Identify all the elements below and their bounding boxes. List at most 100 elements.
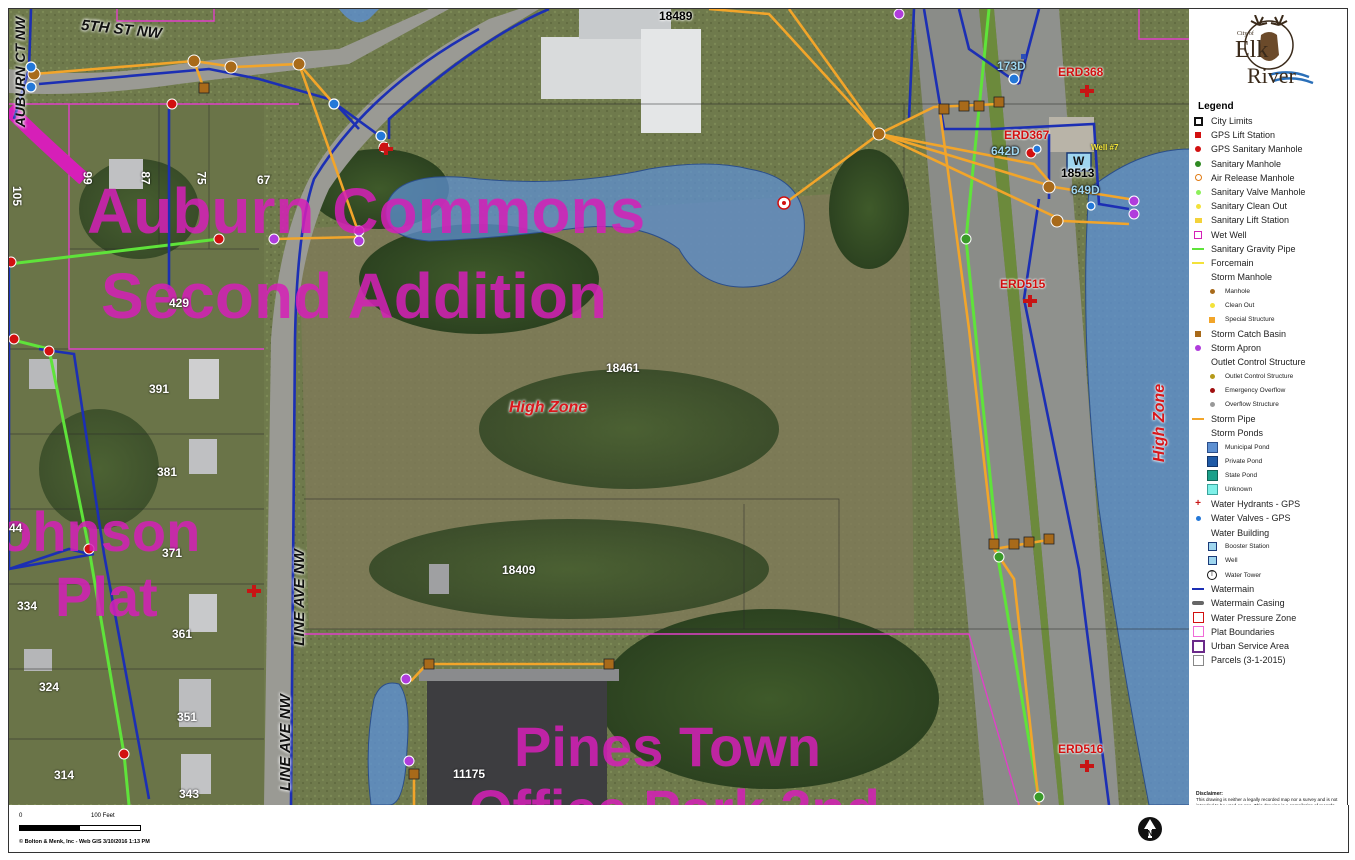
legend-item-label: Plat Boundaries [1211,626,1275,637]
legend-item-label: Storm Pipe [1211,414,1256,425]
red-square-icon [1191,132,1205,139]
legend-item: Private Pond [1189,455,1347,469]
map-footer: 0 100 Feet © Bolton & Menk, Inc - Web GI… [8,805,1349,853]
legend-item-label: Water Building [1211,527,1270,538]
legend-item: Sanitary Manhole [1189,157,1347,171]
legend-item: Storm Pipe [1189,412,1347,426]
lift-station-label: 173D [997,59,1026,73]
sanitary-manholes[interactable] [960,233,1045,803]
legend-item: State Pond [1189,469,1347,483]
legend-item: Forcemain [1189,256,1347,270]
storm-pipes[interactable] [33,9,1130,805]
legend-item-label: Wet Well [1211,229,1247,240]
legend-item-label: Storm Apron [1211,343,1262,354]
legend-item: Outlet Control Structure [1189,369,1347,383]
disclaimer-title: Disclaimer: [1196,791,1223,797]
parcel-label: 324 [39,680,60,694]
legend-item-label: Storm Manhole [1211,272,1273,283]
darkred-dot-icon [1205,388,1219,394]
legend-item: Watermain Casing [1189,596,1347,610]
storm-manholes[interactable] [27,54,1064,228]
parcel-label: 18461 [606,361,640,375]
gray-box-icon [1191,654,1205,666]
brown-square-icon [1191,330,1205,337]
plat-label-auburn-1: Auburn Commons [87,175,646,247]
legend-item: Storm Apron [1189,341,1347,355]
storm-aprons[interactable] [268,9,1140,767]
disclaimer: Disclaimer: This drawing is neither a le… [1196,791,1342,805]
overflow-structure[interactable] [777,196,791,210]
legend-item: GPS Sanitary Manhole [1189,142,1347,156]
legend-item-label: City Limits [1211,116,1253,127]
street-label-auburn-ct: AUBURN CT NW [12,16,29,128]
parcel-label: 351 [177,710,198,724]
legend-item-label: Watermain [1211,584,1255,595]
water-valves[interactable] [25,61,1096,211]
legend-item: Well [1189,554,1347,568]
storm-pond-north[interactable] [385,163,805,288]
city-limits-icon [1191,116,1205,126]
legend-item: Storm Catch Basin [1189,327,1347,341]
parcel-label: 18409 [502,563,536,577]
legend-item: Outlet Control Structure [1189,355,1347,369]
legend-item: Wet Well [1189,228,1347,242]
parcel-label: 361 [172,627,193,641]
plat-label-auburn-2: Second Addition [101,260,608,332]
hydrant-icon: + [1195,498,1201,510]
legend-item-label: Water Valves - GPS [1211,513,1291,524]
tower-icon: T [1205,570,1219,581]
map-view[interactable]: Auburn Commons Second Addition Johnson P… [8,8,1191,806]
green-line-icon [1191,247,1205,250]
legend-item-label: Water Pressure Zone [1211,612,1297,623]
purple-box-icon [1191,639,1205,653]
legend-item-label: Forcemain [1211,257,1254,268]
legend-item: Booster Station [1189,540,1347,554]
parcel-label: 18513 [1061,166,1095,180]
plat-label-pines-1: Pines Town [514,715,821,778]
gray-dot-icon [1205,402,1219,408]
street-label-line-ave-2: LINE AVE NW [290,549,308,646]
pink-box-icon [1191,626,1205,638]
legend-item-label: Sanitary Valve Manhole [1211,187,1306,198]
legend-item-label: Air Release Manhole [1211,172,1295,183]
gps-sanitary-manholes[interactable] [9,98,1037,760]
storm-pond-top [339,9,379,23]
lift-station-icon[interactable] [1021,54,1026,59]
storm-pond-south[interactable] [367,682,409,805]
storm-catch-basins[interactable] [198,82,1055,780]
legend-item: GPS Lift Station [1189,128,1347,142]
fifth-st-road [9,9,449,94]
plat-boundaries [9,9,1190,805]
storm-pond-east[interactable] [1085,148,1190,805]
sanitary-gravity-pipes [9,9,1041,805]
logo-city-of: City of [1237,31,1254,37]
red-dot-icon [1191,146,1205,153]
legend-item: Water Building [1189,525,1347,539]
legend-item: Watermain [1189,582,1347,596]
purple-dot-icon [1191,345,1205,352]
water-hydrants[interactable] [247,85,1094,772]
pond-private-icon [1205,456,1219,468]
parcel-label: 371 [162,546,183,560]
lime-dot-icon [1191,189,1205,195]
legend-item: Water Pressure Zone [1189,611,1347,625]
red-box-icon [1191,612,1205,624]
orange-ring-icon [1191,174,1205,182]
plat-label-johnson-1: Johnson [9,500,201,563]
legend-item: Unknown [1189,483,1347,497]
legend-item-label: Sanitary Manhole [1211,158,1282,169]
well-building-icon[interactable] [1066,152,1092,172]
map-canvas [9,9,1190,805]
legend-item: Manhole [1189,284,1347,298]
legend-item-label: Well [1225,557,1238,565]
highway-median [979,9,1064,805]
pond-municipal-icon [1205,441,1219,453]
legend-item: Urban Service Area [1189,639,1347,653]
legend-item-label: Municipal Pond [1225,443,1270,451]
svg-text:N: N [1147,829,1153,838]
parcel-label: 391 [149,382,170,396]
scale-distance-label: 100 Feet [91,813,115,819]
